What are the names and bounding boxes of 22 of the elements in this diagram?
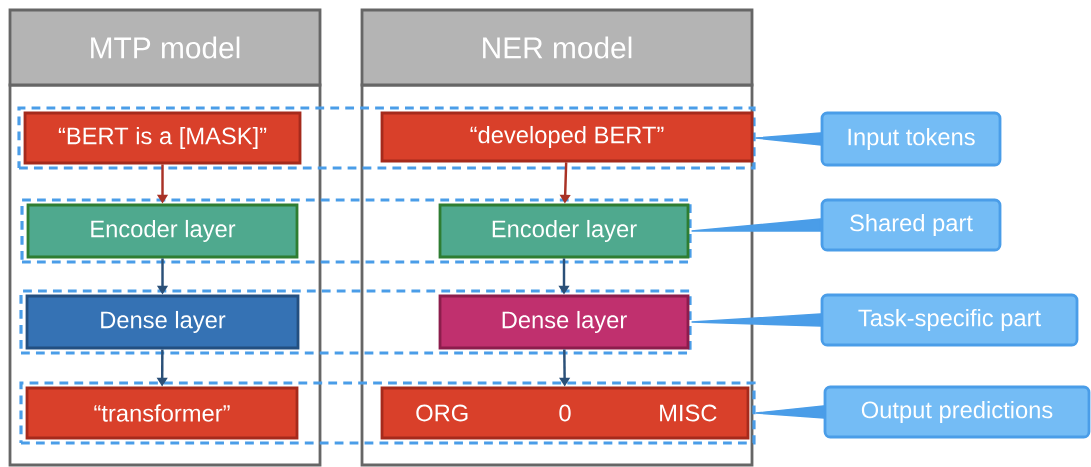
- text-box: “developed BERT”: [380, 111, 754, 163]
- dashed-frame: [19, 381, 756, 445]
- layer-box: Encoder layer: [438, 203, 690, 259]
- callout-pointer: [690, 218, 822, 232]
- dashed-frame: [19, 289, 692, 355]
- column-header: MTP model: [8, 8, 322, 87]
- callout-box: Output predictions: [823, 385, 1091, 439]
- callout-pointer: [754, 405, 825, 419]
- layer-box: Dense layer: [438, 294, 690, 350]
- callout-box: Task-specific part: [820, 293, 1079, 347]
- dashed-frame: [17, 106, 756, 170]
- text-box: “transformer”: [25, 386, 299, 440]
- callout-box: Input tokens: [820, 111, 1002, 167]
- text-box: ORG 0 MISC: [380, 386, 750, 440]
- callout-box: Shared part: [820, 198, 1002, 252]
- layer-box: Encoder layer: [26, 203, 299, 259]
- dashed-frame: [20, 198, 692, 264]
- layer-box: Dense layer: [25, 294, 300, 350]
- text-box: “BERT is a [MASK]”: [23, 111, 302, 165]
- callout-pointer: [690, 313, 822, 327]
- column-header: NER model: [360, 8, 754, 87]
- callout-pointer: [754, 132, 822, 146]
